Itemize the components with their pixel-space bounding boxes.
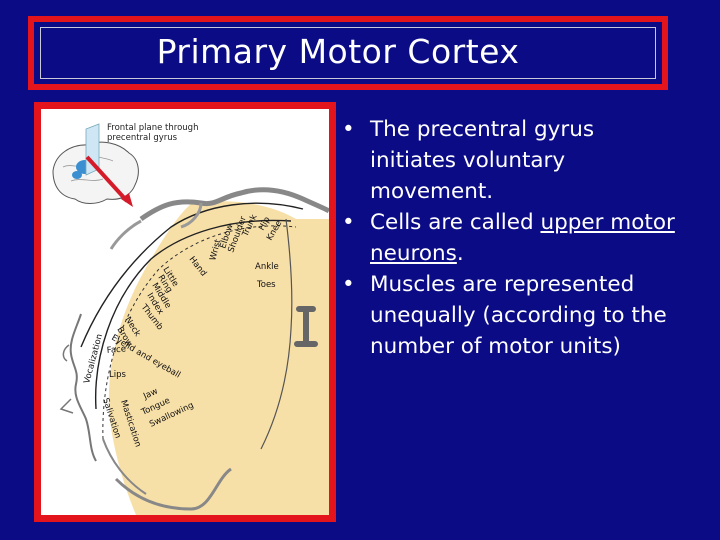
bullet-dot: •	[342, 272, 355, 297]
bullet-text: Muscles are represented unequally (accor…	[370, 272, 667, 359]
homunculus-illustration: Frontal plane through precentral gyrus H…	[52, 123, 329, 515]
bullet-list: • The precentral gyrus initiates voluntar…	[336, 114, 676, 362]
label-face: Face	[106, 344, 126, 356]
bullet-text: The precentral gyrus initiates voluntary…	[370, 117, 595, 204]
pointer-arrow	[85, 155, 129, 203]
bullet-underlined-text: upper motor neurons	[370, 210, 675, 266]
bullet-text: .	[456, 241, 464, 266]
slide-title: Primary Motor Cortex	[156, 31, 520, 71]
motor-homunculus-figure: Frontal plane through precentral gyrus H…	[34, 102, 336, 522]
bullet-text: Cells are called	[370, 210, 541, 235]
cortex-section	[108, 201, 329, 515]
title-inner-border	[40, 27, 656, 79]
figure-caption-line1: Frontal plane through	[107, 123, 198, 133]
bullet-item: • The precentral gyrus initiates voluntar…	[336, 114, 676, 207]
label-lips: Lips	[109, 370, 126, 380]
bullet-dot: •	[342, 117, 355, 142]
figure-caption-line2: precentral gyrus	[107, 133, 178, 143]
label-vocalization: Vocalization	[82, 333, 105, 385]
bullet-dot: •	[342, 210, 355, 235]
bullet-item: • Muscles are represented unequally (acco…	[336, 269, 676, 362]
bullet-item: • Cells are called upper motor neurons.	[336, 207, 676, 269]
label-ankle: Ankle	[255, 262, 279, 272]
label-toes: Toes	[256, 280, 276, 290]
title-frame: Primary Motor Cortex	[28, 16, 668, 90]
